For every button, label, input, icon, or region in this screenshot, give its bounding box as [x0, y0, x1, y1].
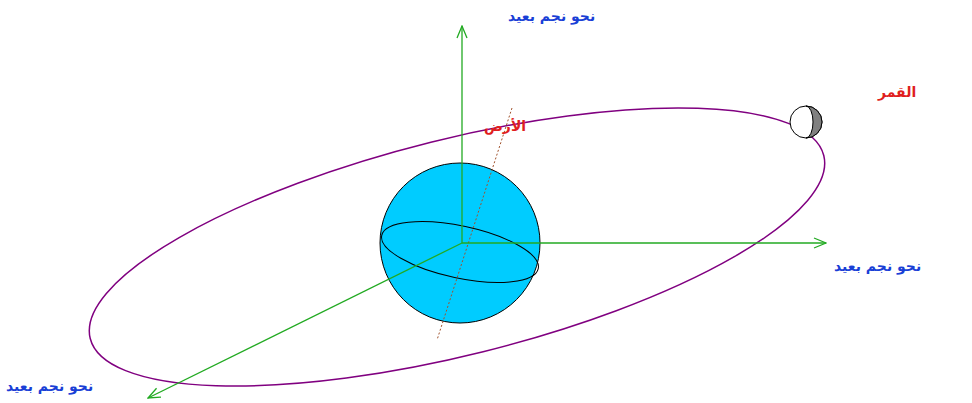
axis-arrow: [148, 243, 462, 398]
earth-equator: [376, 210, 543, 294]
direction-label: نحو نجم بعيد: [834, 258, 921, 275]
moon: [790, 106, 822, 138]
axis-arrow: [462, 242, 826, 243]
moon-label: القمر: [878, 84, 916, 101]
axis-arrow: [461, 26, 462, 243]
earth-label: الأرض: [484, 118, 526, 135]
direction-label: نحو نجم بعيد: [508, 8, 595, 25]
moon-orbit: [64, 51, 850, 403]
rotation-axis: [437, 108, 512, 340]
direction-label: نحو نجم بعيد: [6, 378, 93, 395]
moon-shadow: [806, 106, 822, 138]
